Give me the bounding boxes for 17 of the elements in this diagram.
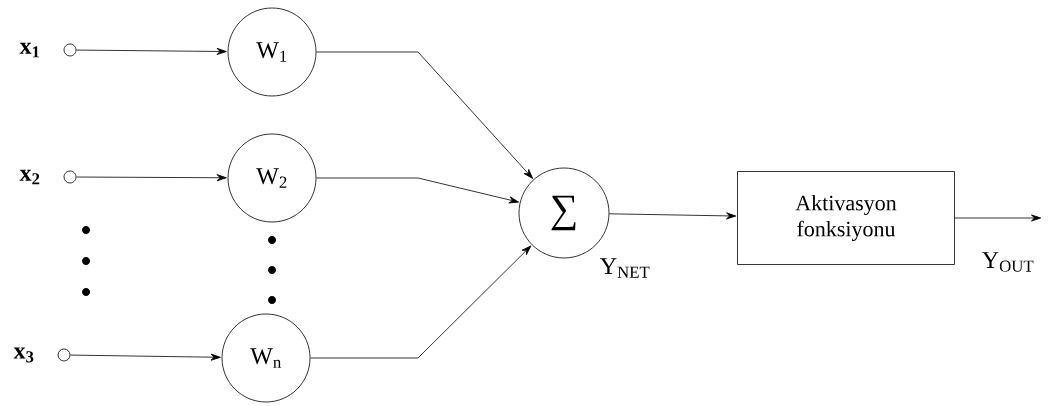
input-label: x$_{2}$: [19, 169, 40, 185]
arrow: [609, 212, 737, 220]
input-terminal: [57, 348, 71, 362]
activation-box: Aktivasyon fonksiyonu: [737, 171, 955, 265]
arrow: [76, 47, 227, 55]
input-terminal: [63, 43, 77, 57]
input-label: x$_{1}$: [19, 42, 40, 58]
arrow: [70, 353, 221, 361]
arrow: [954, 214, 1042, 222]
arrow: [310, 245, 532, 359]
input-terminal: [63, 170, 77, 184]
arrow: [76, 174, 227, 182]
arrow: [316, 177, 520, 204]
edge-label: Y$_{NET}$: [598, 257, 652, 279]
edge-label: Y$_{OUT}$: [980, 251, 1036, 273]
input-label: x$_{3}$: [13, 347, 34, 363]
arrow: [316, 51, 534, 179]
